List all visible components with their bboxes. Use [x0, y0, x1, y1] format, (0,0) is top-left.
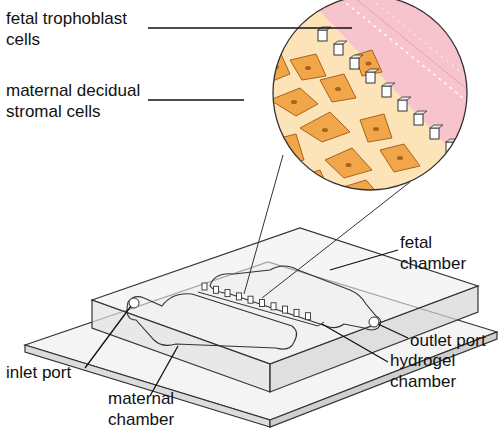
stromal-cell — [300, 112, 350, 142]
pillar — [271, 303, 276, 310]
stromal-cell — [300, 170, 330, 196]
callout-label: inlet port — [6, 362, 96, 383]
zoom-pillar — [366, 72, 375, 83]
callout-label: maternal chamber — [108, 388, 198, 430]
zoom-pillar-top — [334, 41, 347, 44]
callout-label: hydrogel chamber — [390, 350, 480, 392]
cell-nucleus — [305, 66, 311, 70]
pillar — [283, 306, 288, 313]
zoom-line — [262, 182, 410, 298]
stromal-cell — [270, 88, 318, 116]
stromal-cell — [320, 74, 356, 102]
zoom-pillar-top — [366, 69, 379, 72]
callout-label: maternal decidual stromal cells — [6, 80, 146, 122]
zoom-pillar-top — [430, 125, 443, 128]
leader-line — [378, 324, 408, 338]
zoom-posts — [318, 27, 459, 153]
maternal-chamber-outline — [127, 294, 297, 349]
stromal-cell — [290, 54, 326, 80]
cell-nucleus — [397, 156, 403, 160]
cell-nucleus — [373, 127, 379, 131]
stromal-cell — [325, 148, 372, 178]
leader-line — [330, 250, 398, 270]
pillar — [294, 309, 299, 316]
cell-nucleus — [312, 182, 318, 186]
leader-line — [85, 306, 131, 368]
callout-label: fetal trophoblast cells — [6, 8, 146, 50]
pdms-side — [92, 300, 270, 392]
trophoblast-layer — [300, 0, 498, 170]
trophoblast-stripe — [345, 0, 498, 116]
zoom-pillar-top — [350, 55, 363, 58]
callout-label: fetal chamber — [400, 232, 480, 274]
trophoblast-stripe — [330, 0, 498, 128]
stromal-cell — [360, 114, 392, 142]
stromal-cell — [380, 144, 420, 172]
pillar — [306, 313, 311, 320]
zoom-pillar — [398, 100, 407, 111]
pillar — [237, 293, 242, 300]
hydrogel-channel — [198, 292, 324, 326]
leader-line — [322, 324, 388, 362]
pillar — [202, 283, 207, 290]
zoom-pillar-top — [414, 111, 427, 114]
pillar — [248, 296, 253, 303]
pillar — [260, 300, 265, 307]
leader-line — [150, 346, 178, 396]
leader-line — [148, 99, 244, 100]
zoom-view — [260, 0, 498, 200]
zoom-pillar-top — [382, 83, 395, 86]
callout-label: outlet port — [410, 330, 498, 351]
cell-nucleus — [346, 163, 352, 167]
zoom-pillar — [430, 128, 439, 139]
zoom-pillar — [414, 114, 423, 125]
zoom-pillar — [318, 30, 327, 41]
zoom-pillar — [350, 58, 359, 69]
stromal-cells — [262, 50, 420, 200]
stromal-cell — [272, 134, 304, 166]
zoom-pillar — [382, 86, 391, 97]
cell-nucleus — [322, 128, 328, 132]
zoom-pillar-top — [398, 97, 411, 100]
zoom-pillar — [334, 44, 343, 55]
cell-nucleus — [335, 87, 341, 91]
post-row — [202, 283, 311, 320]
cell-nucleus — [291, 100, 297, 104]
cell-nucleus — [357, 190, 363, 194]
zoom-line — [244, 155, 283, 294]
cell-nucleus — [366, 62, 372, 66]
zoom-pillar-top — [446, 139, 459, 142]
fetal-chamber-outline — [210, 266, 381, 330]
outlet-port — [369, 317, 379, 327]
pillar — [225, 290, 230, 297]
leader-line — [148, 27, 352, 28]
pillar — [214, 286, 219, 293]
